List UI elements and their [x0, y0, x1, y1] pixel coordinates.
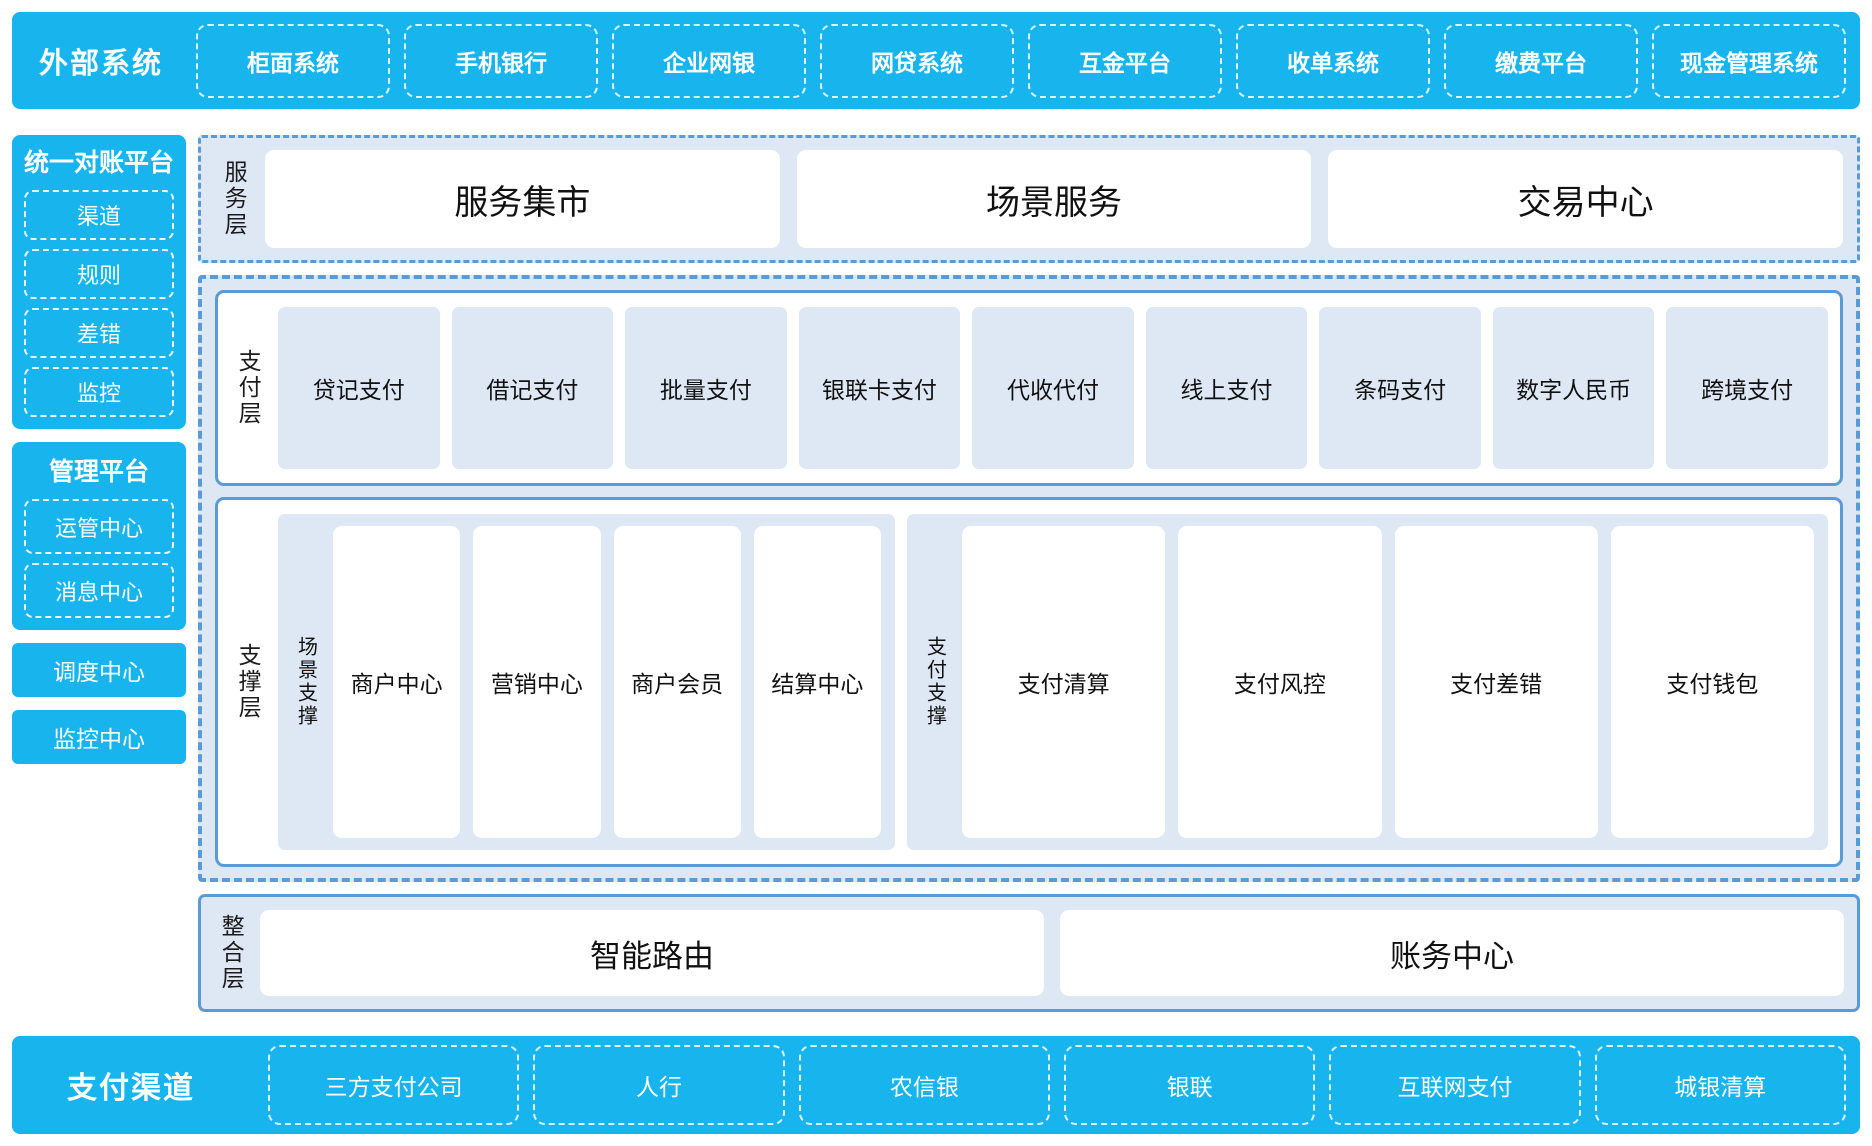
payment-layer-tiles: 贷记支付 借记支付 批量支付 银联卡支付 代收代付 线上支付 条码支付 数字人民… [278, 307, 1828, 469]
reconciliation-platform-panel: 统一对账平台 渠道 规则 差错 监控 [12, 135, 187, 429]
payment-tile-unionpay-card[interactable]: 银联卡支付 [798, 307, 961, 469]
payment-channels-bar: 支付渠道 三方支付公司 人行 农信银 银联 互联网支付 城银清算 [12, 1036, 1860, 1134]
payment-layer: 支付层 贷记支付 借记支付 批量支付 银联卡支付 代收代付 线上支付 条码支付 … [215, 290, 1843, 486]
payment-tile-collection-payment[interactable]: 代收代付 [972, 307, 1134, 469]
middle-region: 统一对账平台 渠道 规则 差错 监控 管理平台 运管中心 消息中心 调度中心 监… [12, 135, 1860, 1012]
external-system-chip-counter[interactable]: 柜面系统 [196, 23, 390, 98]
support-layer-groups: 场景支撑 商户中心 营销中心 商户会员 结算中心 支付支撑 支付清算 [278, 514, 1828, 850]
support-card-marketing-center[interactable]: 营销中心 [473, 526, 601, 838]
core-platform-wrapper: 支付层 贷记支付 借记支付 批量支付 银联卡支付 代收代付 线上支付 条码支付 … [198, 275, 1860, 882]
service-card-marketplace[interactable]: 服务集市 [265, 150, 780, 248]
management-platform-panel: 管理平台 运管中心 消息中心 [12, 442, 187, 630]
support-group-payment: 支付支撑 支付清算 支付风控 支付差错 支付钱包 [907, 514, 1828, 850]
payment-tile-online[interactable]: 线上支付 [1145, 307, 1308, 469]
external-system-chip-mobile-bank[interactable]: 手机银行 [404, 23, 598, 98]
reconciliation-item-channel[interactable]: 渠道 [24, 190, 175, 240]
scheduling-center-block[interactable]: 调度中心 [12, 643, 187, 697]
support-layer-label: 支撑层 [235, 643, 262, 721]
payment-tile-barcode[interactable]: 条码支付 [1319, 307, 1481, 469]
support-group-scenario-cards: 商户中心 营销中心 商户会员 结算中心 [333, 526, 882, 838]
left-rail: 统一对账平台 渠道 规则 差错 监控 管理平台 运管中心 消息中心 调度中心 监… [12, 135, 187, 1012]
support-card-merchant-member[interactable]: 商户会员 [613, 526, 741, 838]
monitoring-center-block[interactable]: 监控中心 [12, 710, 187, 764]
integration-layer-cards: 智能路由 账务中心 [260, 910, 1845, 996]
payment-channel-chip-unionpay[interactable]: 银联 [1063, 1045, 1316, 1125]
service-layer: 服务层 服务集市 场景服务 交易中心 [198, 135, 1860, 263]
layers-column: 服务层 服务集市 场景服务 交易中心 支付层 贷记支付 借记支付 批量支付 银联… [198, 135, 1860, 1012]
integration-layer-label: 整合层 [218, 914, 245, 992]
external-systems-bar: 外部系统 柜面系统 手机银行 企业网银 网贷系统 互金平台 收单系统 缴费平台 … [12, 12, 1860, 109]
reconciliation-item-rules[interactable]: 规则 [24, 249, 175, 299]
external-system-chip-acquiring[interactable]: 收单系统 [1236, 23, 1430, 98]
support-card-payment-clearing[interactable]: 支付清算 [962, 526, 1166, 838]
external-systems-items: 柜面系统 手机银行 企业网银 网贷系统 互金平台 收单系统 缴费平台 现金管理系… [196, 23, 1846, 98]
service-card-scenario[interactable]: 场景服务 [796, 150, 1312, 248]
integration-card-accounting-center[interactable]: 账务中心 [1060, 910, 1845, 996]
management-item-operations-center[interactable]: 运管中心 [24, 499, 175, 554]
service-card-transaction-center[interactable]: 交易中心 [1328, 150, 1843, 248]
support-group-payment-cards: 支付清算 支付风控 支付差错 支付钱包 [962, 526, 1815, 838]
payment-channel-chip-city-bank-clearing[interactable]: 城银清算 [1594, 1045, 1846, 1125]
support-card-merchant-center[interactable]: 商户中心 [333, 526, 461, 838]
payment-channel-chip-internet-payment[interactable]: 互联网支付 [1329, 1045, 1581, 1125]
payment-channels-items: 三方支付公司 人行 农信银 银联 互联网支付 城银清算 [268, 1045, 1846, 1125]
payment-tile-digital-rmb[interactable]: 数字人民币 [1492, 307, 1655, 469]
support-group-scenario-label: 场景支撑 [294, 636, 317, 728]
support-group-payment-label: 支付支撑 [923, 636, 946, 728]
support-card-payment-wallet[interactable]: 支付钱包 [1610, 526, 1815, 838]
payment-channel-chip-third-party[interactable]: 三方支付公司 [268, 1045, 520, 1125]
payment-tile-credit[interactable]: 贷记支付 [278, 307, 440, 469]
external-systems-title: 外部系统 [38, 47, 163, 80]
reconciliation-platform-title: 统一对账平台 [24, 149, 175, 177]
support-card-settlement-center[interactable]: 结算中心 [753, 526, 882, 838]
external-system-chip-internet-finance[interactable]: 互金平台 [1028, 23, 1222, 98]
payment-channel-chip-pboc[interactable]: 人行 [533, 1045, 785, 1125]
external-system-chip-online-loan[interactable]: 网贷系统 [820, 23, 1014, 98]
payment-channel-chip-rcc-bank[interactable]: 农信银 [798, 1045, 1050, 1125]
external-system-chip-corporate-bank[interactable]: 企业网银 [612, 23, 806, 98]
integration-layer: 整合层 智能路由 账务中心 [198, 894, 1860, 1012]
external-system-chip-cash-management[interactable]: 现金管理系统 [1652, 23, 1846, 98]
payment-tile-batch[interactable]: 批量支付 [625, 307, 787, 469]
support-card-payment-discrepancy[interactable]: 支付差错 [1394, 526, 1598, 838]
reconciliation-item-monitoring[interactable]: 监控 [24, 367, 175, 417]
support-card-payment-riskcontrol[interactable]: 支付风控 [1178, 526, 1382, 838]
management-item-message-center[interactable]: 消息中心 [24, 563, 175, 618]
integration-card-smart-routing[interactable]: 智能路由 [260, 910, 1045, 996]
reconciliation-item-discrepancy[interactable]: 差错 [24, 308, 175, 358]
service-layer-cards: 服务集市 场景服务 交易中心 [265, 150, 1843, 248]
management-platform-title: 管理平台 [49, 458, 150, 486]
support-layer: 支撑层 场景支撑 商户中心 营销中心 商户会员 结算中心 [215, 497, 1843, 867]
support-group-scenario: 场景支撑 商户中心 营销中心 商户会员 结算中心 [278, 514, 896, 850]
payment-tile-debit[interactable]: 借记支付 [451, 307, 614, 469]
external-system-chip-billpay[interactable]: 缴费平台 [1444, 23, 1638, 98]
payment-tile-cross-border[interactable]: 跨境支付 [1666, 307, 1828, 469]
payment-channels-title: 支付渠道 [67, 1072, 195, 1105]
payment-layer-label: 支付层 [235, 349, 262, 427]
service-layer-label: 服务层 [221, 160, 248, 238]
